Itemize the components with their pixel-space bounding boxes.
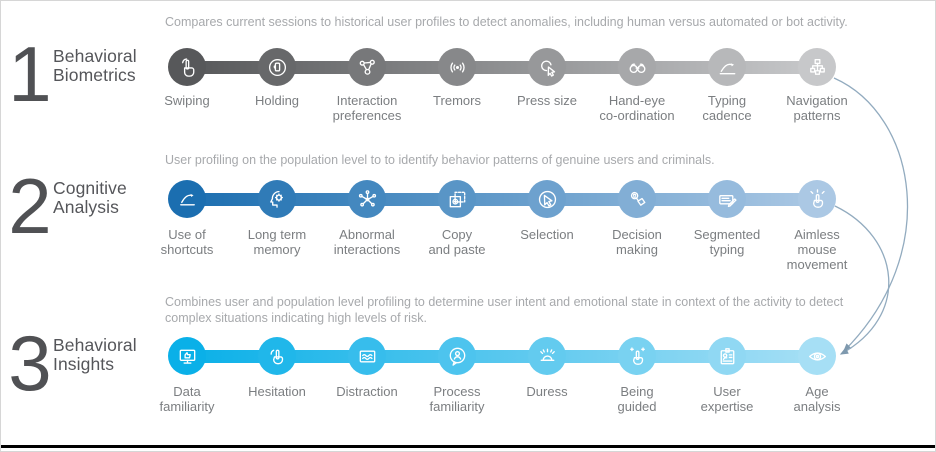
row-number: 1	[8, 30, 52, 118]
item-label: Hesitation	[248, 384, 306, 399]
distraction-waves-icon	[356, 345, 379, 368]
node-distraction-waves	[348, 337, 386, 375]
row-description: Combines user and population level profi…	[165, 295, 844, 325]
item-label: Holding	[254, 93, 300, 108]
item-label: Swiping	[164, 93, 210, 108]
node-data-familiarity-monitor	[168, 337, 206, 375]
node-hand-eye-binoculars	[618, 48, 656, 86]
bottom-divider-rule	[1, 445, 935, 448]
user-expertise-badge-icon	[716, 345, 739, 368]
node-long-term-memory-head	[258, 180, 296, 218]
item-label: Long term memory	[247, 227, 307, 257]
item-label: Copy and paste	[428, 227, 486, 257]
row-number: 3	[8, 319, 52, 407]
node-user-expertise-badge	[708, 337, 746, 375]
node-segmented-typing	[708, 180, 746, 218]
item-label: Distraction	[336, 384, 398, 399]
timeline-bar	[187, 350, 817, 363]
row-title: Cognitive Analysis	[53, 178, 127, 217]
node-interaction-preferences	[348, 48, 386, 86]
item-label: User expertise	[700, 384, 754, 414]
node-age-analysis-eye	[798, 337, 836, 375]
item-label: Navigation patterns	[786, 93, 848, 123]
decision-making-icon	[626, 188, 649, 211]
data-familiarity-monitor-icon	[176, 345, 199, 368]
item-label: Being guided	[617, 384, 657, 414]
process-familiarity-bubble-icon	[446, 345, 469, 368]
navigation-patterns-sitemap-icon	[806, 56, 829, 79]
row-number: 2	[8, 162, 52, 250]
node-swiping-hand	[168, 48, 206, 86]
item-label: Aimless mouse movement	[786, 227, 848, 272]
item-label: Abnormal interactions	[333, 227, 401, 257]
node-process-familiarity-bubble	[438, 337, 476, 375]
node-shortcuts-arrow	[168, 180, 206, 218]
shortcuts-arrow-icon	[176, 188, 199, 211]
timeline-bar	[187, 61, 817, 74]
node-duress-alarm	[528, 337, 566, 375]
row-title: Behavioral Biometrics	[53, 46, 137, 85]
node-being-guided-hand	[618, 337, 656, 375]
aimless-mouse-icon	[806, 188, 829, 211]
item-label: Press size	[517, 93, 577, 108]
node-holding-phone	[258, 48, 296, 86]
item-label: Age analysis	[793, 384, 841, 414]
row-description: User profiling on the population level t…	[165, 153, 715, 167]
tremors-signal-icon	[446, 56, 469, 79]
node-press-size-cursor	[528, 48, 566, 86]
interaction-preferences-icon	[356, 56, 379, 79]
item-label: Selection	[520, 227, 574, 242]
node-abnormal-interactions-network	[348, 180, 386, 218]
node-tremors-signal	[438, 48, 476, 86]
row-title: Behavioral Insights	[53, 335, 137, 374]
duress-alarm-icon	[536, 345, 559, 368]
item-label: Typing cadence	[702, 93, 752, 123]
hesitation-hand-icon	[266, 345, 289, 368]
row-description: Compares current sessions to historical …	[165, 15, 848, 29]
node-hesitation-hand	[258, 337, 296, 375]
item-label: Decision making	[612, 227, 662, 257]
node-decision-making	[618, 180, 656, 218]
node-aimless-mouse	[798, 180, 836, 218]
item-label: Segmented typing	[693, 227, 761, 257]
press-size-cursor-icon	[536, 56, 559, 79]
timeline-bar	[187, 193, 817, 206]
selection-cursor-icon	[536, 188, 559, 211]
node-selection-cursor	[528, 180, 566, 218]
holding-phone-icon	[266, 56, 289, 79]
node-typing-cadence	[708, 48, 746, 86]
node-copy-paste	[438, 180, 476, 218]
long-term-memory-head-icon	[266, 188, 289, 211]
node-navigation-patterns-sitemap	[798, 48, 836, 86]
hand-eye-binoculars-icon	[626, 56, 649, 79]
item-label: Process familiarity	[429, 384, 485, 414]
being-guided-hand-icon	[626, 345, 649, 368]
item-label: Tremors	[433, 93, 481, 108]
item-label: Use of shortcuts	[160, 227, 214, 257]
abnormal-interactions-network-icon	[356, 188, 379, 211]
copy-paste-icon	[446, 188, 469, 211]
typing-cadence-icon	[716, 56, 739, 79]
swiping-hand-icon	[176, 56, 199, 79]
item-label: Data familiarity	[159, 384, 215, 414]
item-label: Hand-eye co-ordination	[599, 93, 675, 123]
age-analysis-eye-icon	[806, 345, 829, 368]
item-label: Duress	[526, 384, 568, 399]
segmented-typing-icon	[716, 188, 739, 211]
item-label: Interaction preferences	[332, 93, 402, 123]
